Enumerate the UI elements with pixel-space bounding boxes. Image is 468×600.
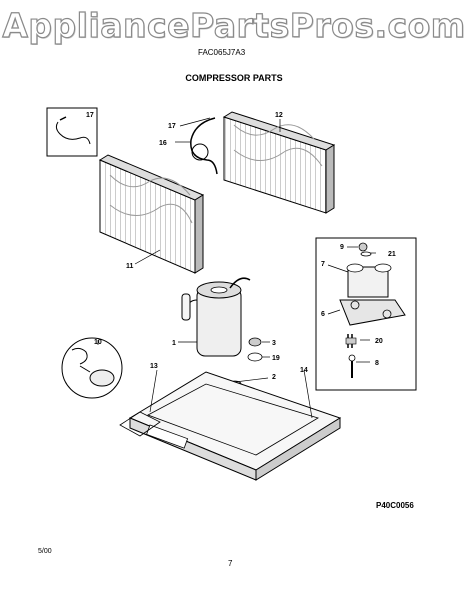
evaporator-coil	[222, 111, 336, 214]
callout-11: 11	[126, 263, 134, 270]
leader-lines	[97, 117, 376, 419]
callout-7: 7	[321, 261, 325, 268]
inset-overload-protector	[61, 337, 123, 399]
page-number: 7	[228, 559, 233, 568]
model-number: FAC065J7A3	[198, 48, 246, 57]
date-code: 5/00	[38, 548, 52, 555]
callout-2: 2	[272, 374, 276, 381]
callout-17-inset: 17	[86, 112, 94, 119]
condenser-coil	[98, 154, 205, 274]
callout-8: 8	[375, 360, 379, 367]
inset-capillary-tube	[46, 107, 98, 157]
callout-6: 6	[321, 311, 325, 318]
callout-16: 16	[159, 140, 167, 147]
callout-3: 3	[272, 340, 276, 347]
drawing-code: P40C0056	[376, 501, 414, 510]
compressor	[181, 277, 251, 357]
callout-14: 14	[300, 367, 308, 374]
callout-20: 20	[375, 338, 383, 345]
callout-10: 10	[94, 339, 102, 346]
watermark-logo: AppliancePartsPros.com	[2, 5, 466, 45]
capillary-coil	[190, 117, 218, 175]
callout-21: 21	[388, 251, 396, 258]
callout-12: 12	[275, 112, 283, 119]
callout-1: 1	[172, 340, 176, 347]
callout-13: 13	[150, 363, 158, 370]
inset-compressor-mount	[315, 237, 417, 391]
base-pan	[119, 371, 342, 481]
callout-19: 19	[272, 355, 280, 362]
callout-17: 17	[168, 123, 176, 130]
section-title: COMPRESSOR PARTS	[185, 73, 283, 83]
callout-9: 9	[340, 244, 344, 251]
